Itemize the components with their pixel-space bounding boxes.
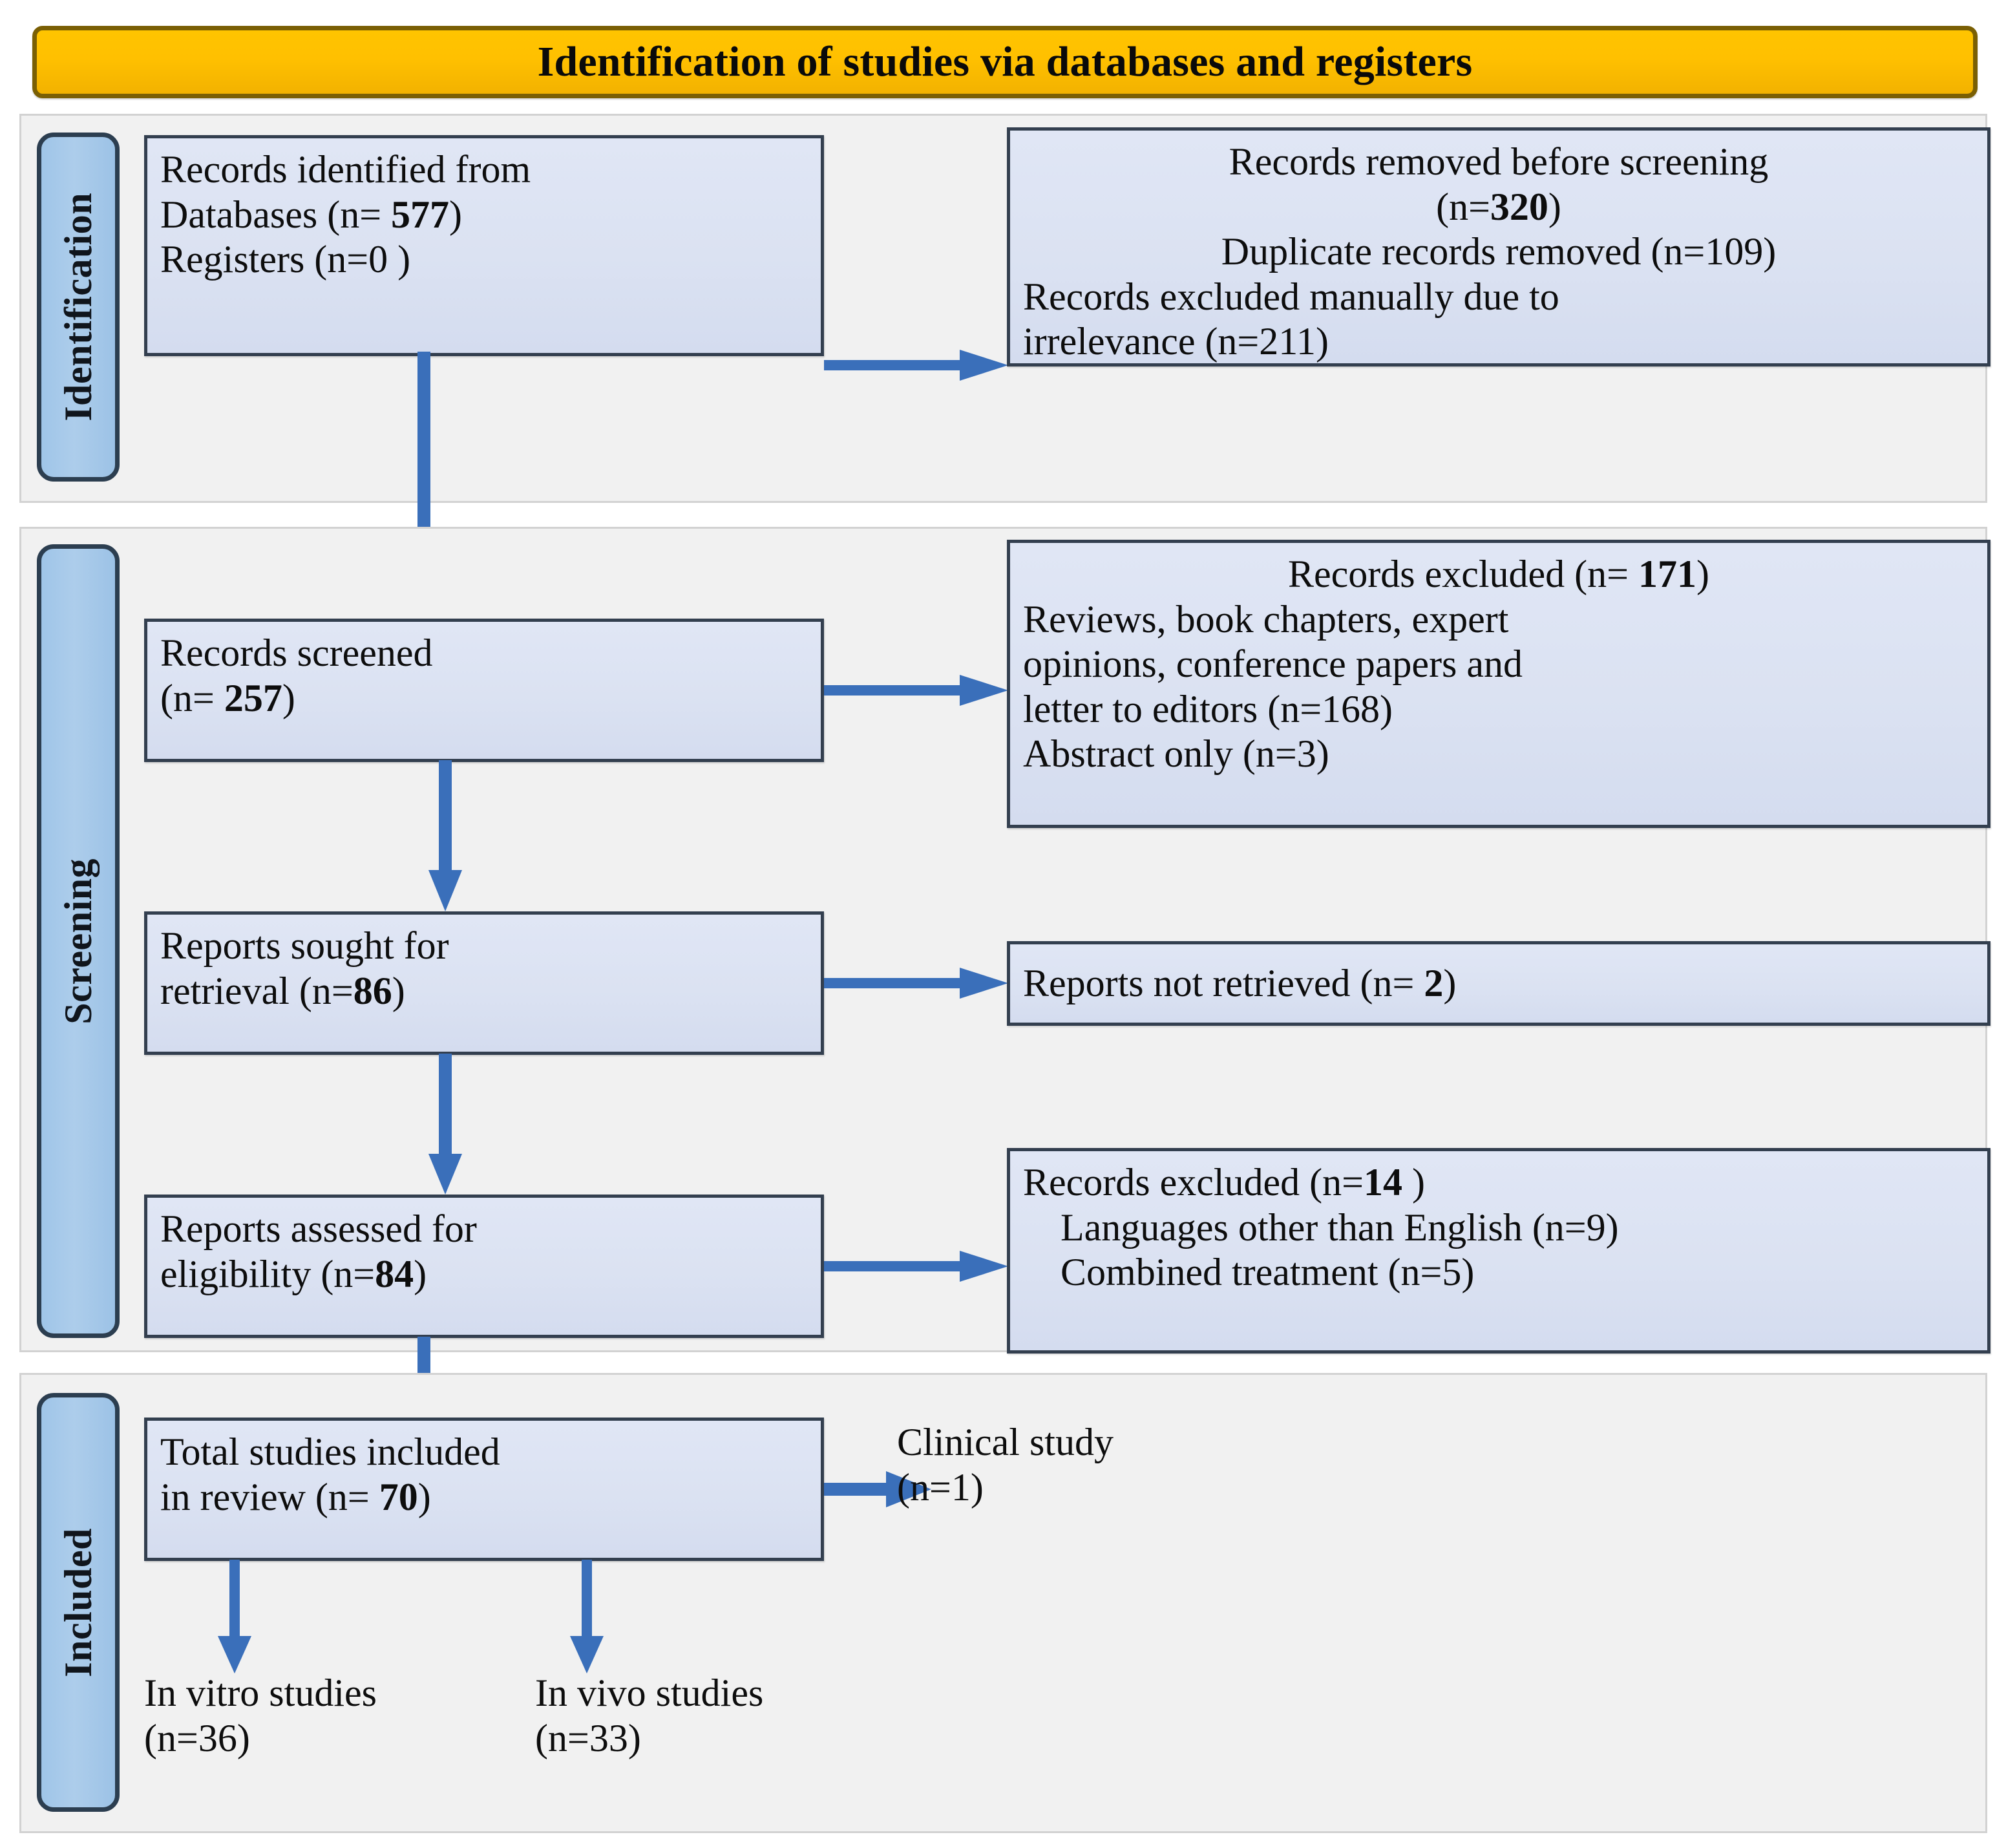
- arrow-screened-to-excluded: [824, 672, 1011, 708]
- stage-label-included: Included: [56, 1527, 100, 1677]
- clinical-study-line-2: (n=1): [897, 1465, 984, 1509]
- box-records-identified-from: Records identified from Databases (n= 57…: [144, 135, 824, 356]
- records-screened-line-2: (n= 257): [160, 676, 295, 719]
- section-screening: Screening Records screened (n= 257) Reco…: [19, 527, 1990, 1354]
- clinical-study-line-1: Clinical study: [897, 1421, 1114, 1463]
- section-identification: Identification Records identified from D…: [19, 114, 1990, 503]
- box-records-removed-before-screening: Records removed before screening (n=320)…: [1007, 127, 1990, 366]
- arrow-assessed-to-excluded-14: [824, 1248, 1011, 1284]
- in-vitro-line-1: In vitro studies: [144, 1672, 377, 1714]
- box-reports-assessed-for-eligibility: Reports assessed for eligibility (n=84): [144, 1195, 824, 1338]
- stage-pill-identification: Identification: [37, 133, 120, 482]
- total-included-line-1: Total studies included: [160, 1430, 500, 1473]
- records-identified-line-3: Registers (n=0 ): [160, 238, 411, 281]
- box-reports-not-retrieved: Reports not retrieved (n= 2): [1007, 941, 1990, 1026]
- label-in-vitro-studies: In vitro studies (n=36): [144, 1671, 545, 1761]
- records-excluded-171-line-4: letter to editors (n=168): [1023, 687, 1393, 730]
- section-included: Included Total studies included in revie…: [19, 1373, 1987, 1833]
- records-excluded-171-line-5: Abstract only (n=3): [1023, 732, 1329, 776]
- records-removed-line-3: Duplicate records removed (n=109): [1221, 230, 1777, 273]
- arrow-identified-to-removed: [824, 347, 1011, 383]
- records-removed-line-5: irrelevance (n=211): [1023, 320, 1329, 363]
- records-screened-line-1: Records screened: [160, 632, 433, 674]
- box-records-excluded-screening: Records excluded (n= 171) Reviews, book …: [1007, 540, 1990, 828]
- arrow-screened-to-reports-sought: [425, 760, 466, 914]
- records-excluded-171-line-3: opinions, conference papers and: [1023, 643, 1523, 686]
- arrow-total-to-in-vitro: [215, 1560, 255, 1676]
- stage-label-screening: Screening: [56, 858, 100, 1025]
- records-removed-line-2: (n=320): [1436, 185, 1561, 228]
- reports-sought-line-1: Reports sought for: [160, 924, 449, 967]
- records-identified-line-1: Records identified from: [160, 148, 531, 191]
- reports-not-retrieved-line-1: Reports not retrieved (n= 2): [1023, 961, 1457, 1004]
- records-excluded-14-line-1: Records excluded (n=14 ): [1023, 1161, 1425, 1204]
- records-removed-line-4: Records excluded manually due to: [1023, 275, 1559, 318]
- reports-sought-line-2: retrieval (n=86): [160, 969, 405, 1012]
- box-records-excluded-eligibility: Records excluded (n=14 ) Languages other…: [1007, 1148, 1990, 1354]
- page-title: Identification of studies via databases …: [537, 38, 1473, 85]
- records-excluded-14-line-2: Languages other than English (n=9): [1061, 1205, 1619, 1249]
- in-vivo-line-2: (n=33): [535, 1716, 641, 1759]
- records-identified-line-2: Databases (n= 577): [160, 193, 463, 236]
- records-excluded-171-line-2: Reviews, book chapters, expert: [1023, 597, 1509, 641]
- total-included-line-2: in review (n= 70): [160, 1475, 431, 1518]
- diagram-header-banner: Identification of studies via databases …: [32, 26, 1978, 98]
- records-removed-line-1: Records removed before screening: [1229, 140, 1769, 183]
- reports-assessed-line-2: eligibility (n=84): [160, 1252, 427, 1295]
- label-clinical-study: Clinical study (n=1): [897, 1420, 1388, 1510]
- stage-pill-included: Included: [37, 1393, 120, 1812]
- box-reports-sought-for-retrieval: Reports sought for retrieval (n=86): [144, 911, 824, 1055]
- box-records-screened: Records screened (n= 257): [144, 619, 824, 762]
- stage-label-identification: Identification: [56, 193, 100, 421]
- box-total-studies-included: Total studies included in review (n= 70): [144, 1418, 824, 1561]
- label-in-vivo-studies: In vivo studies (n=33): [535, 1671, 936, 1761]
- records-excluded-14-line-3: Combined treatment (n=5): [1061, 1251, 1475, 1294]
- arrow-sought-to-assessed: [425, 1054, 466, 1197]
- arrow-identified-to-screened: [403, 352, 445, 618]
- in-vitro-line-2: (n=36): [144, 1716, 250, 1759]
- in-vivo-line-1: In vivo studies: [535, 1672, 764, 1714]
- records-excluded-171-line-1: Records excluded (n= 171): [1288, 553, 1709, 595]
- arrow-sought-to-not-retrieved: [824, 965, 1011, 1001]
- arrow-total-to-in-vivo: [567, 1560, 607, 1676]
- arrow-total-to-clinical-study: [824, 1470, 934, 1509]
- reports-assessed-line-1: Reports assessed for: [160, 1207, 477, 1250]
- stage-pill-screening: Screening: [37, 544, 120, 1338]
